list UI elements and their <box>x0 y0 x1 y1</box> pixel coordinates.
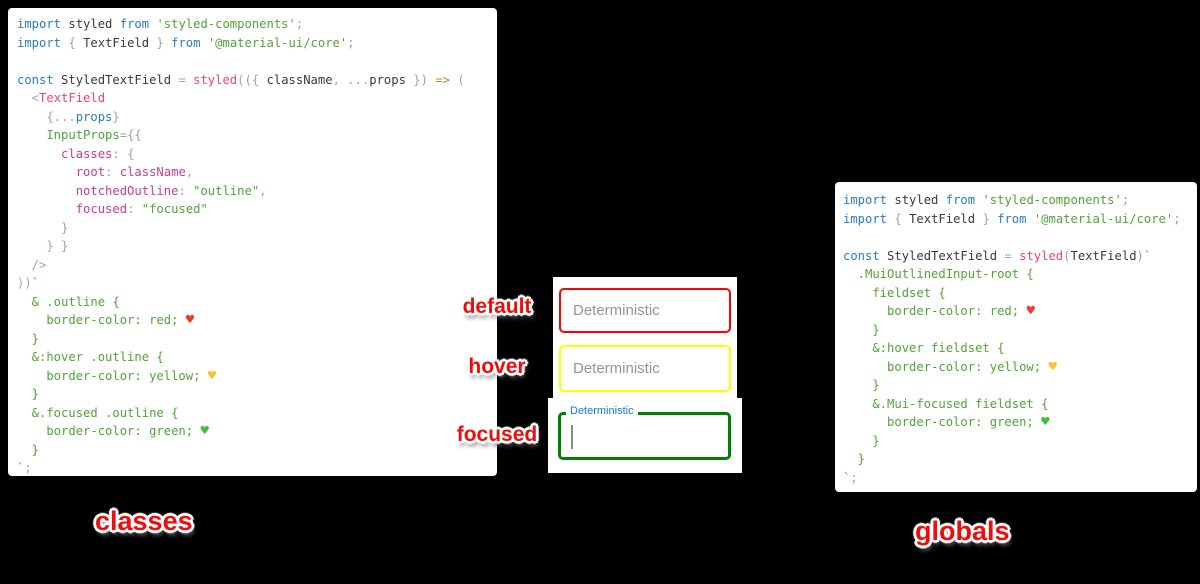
text-cursor <box>571 425 573 449</box>
textfield-focused[interactable] <box>558 412 731 460</box>
textfield-default[interactable] <box>559 288 731 333</box>
code-panel-globals: import styled from 'styled-components';i… <box>835 182 1197 492</box>
label-hover: hover <box>468 355 526 378</box>
label-focused: focused <box>456 423 538 446</box>
label-default: default <box>462 295 532 318</box>
textfield-hover[interactable] <box>559 345 731 392</box>
caption-globals: globals <box>915 516 1010 546</box>
floating-label: Deterministic <box>566 405 638 417</box>
code-panel-classes: import styled from 'styled-components';i… <box>8 8 497 476</box>
caption-classes: classes <box>95 506 193 536</box>
